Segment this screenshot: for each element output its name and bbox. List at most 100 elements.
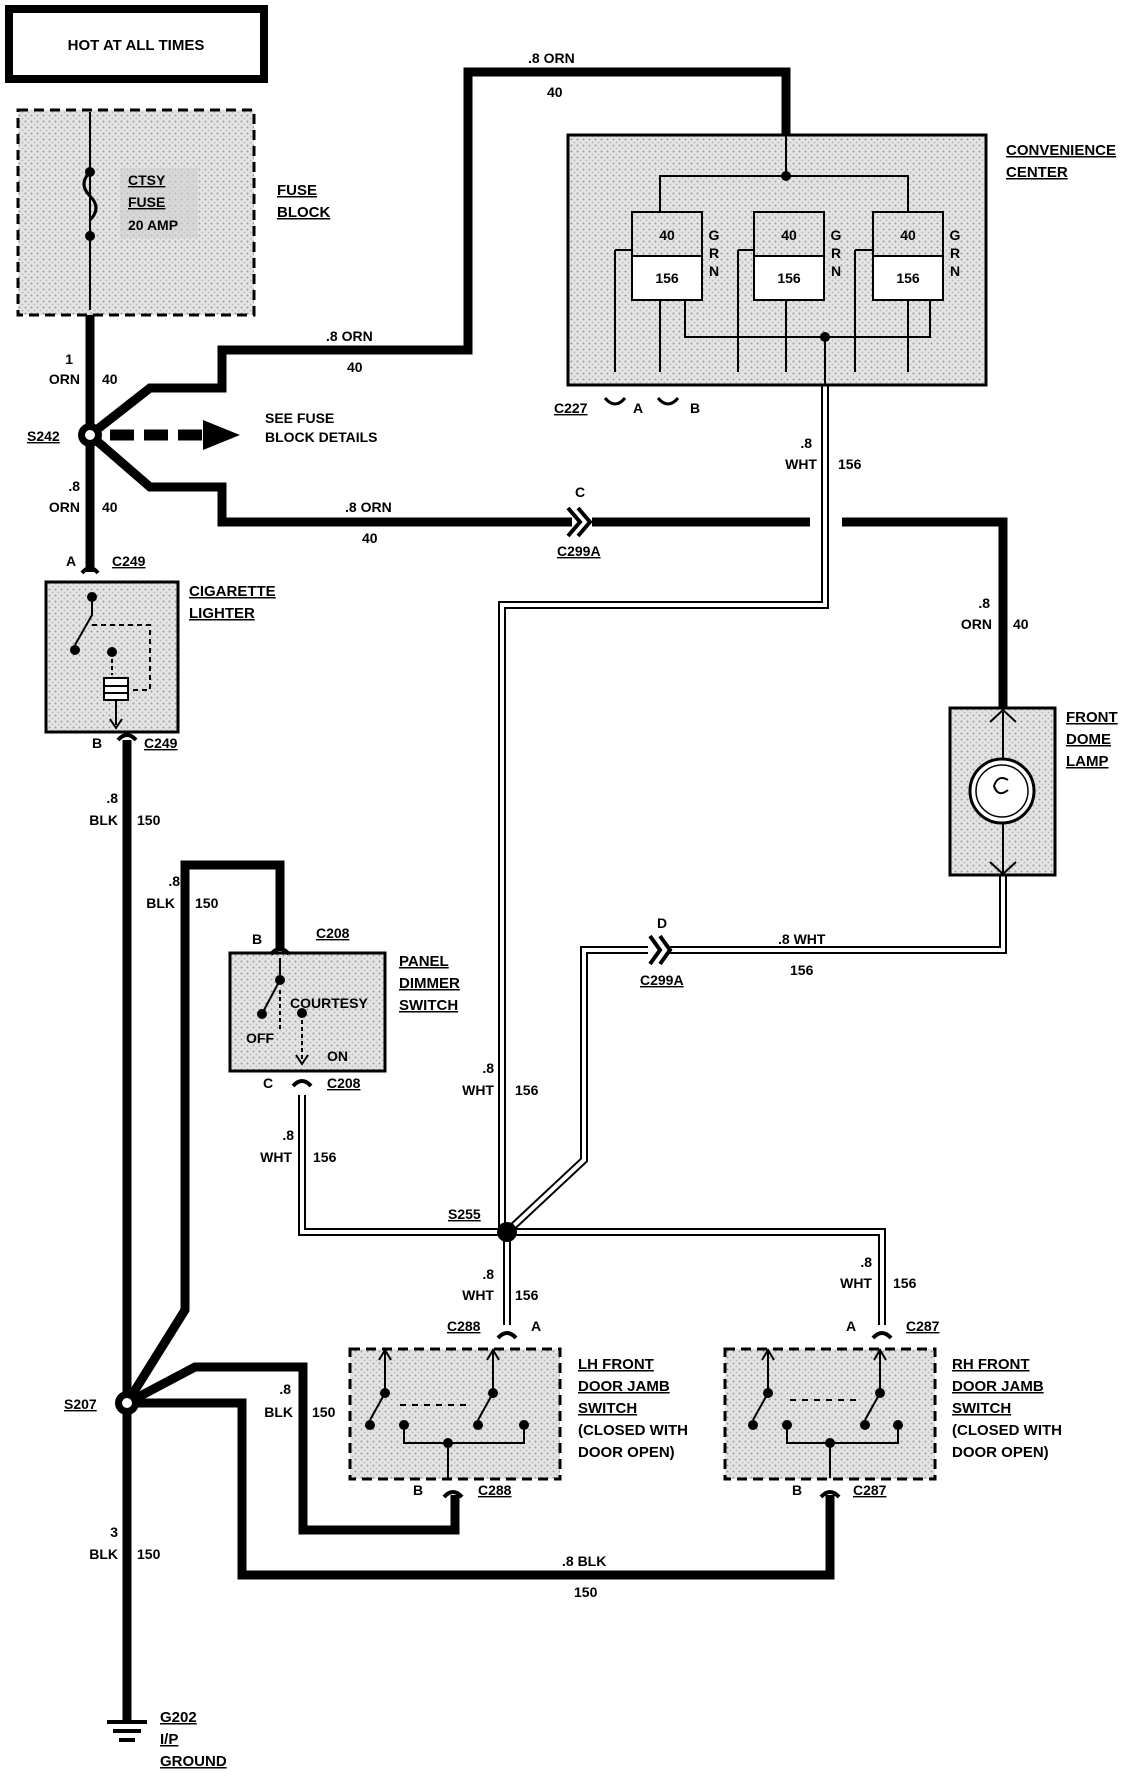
s242-label: S242 xyxy=(27,428,60,444)
wire-rh-in-circuit: 156 xyxy=(893,1275,917,1291)
relay-1-bottom: 156 xyxy=(655,270,679,286)
c249-a-label: C249 xyxy=(112,553,146,569)
dimmer-position-off: OFF xyxy=(246,1030,274,1046)
front-dome-lamp-label-1: FRONT xyxy=(1066,709,1118,726)
wire-cc-out-color: WHT xyxy=(785,456,817,472)
wire-cc-orn-circuit: 40 xyxy=(347,359,363,375)
wire-rh-in-color: WHT xyxy=(840,1275,872,1291)
wire-cc-orn-gauge: .8 ORN xyxy=(326,328,373,344)
c249-b-pin: B xyxy=(92,735,102,751)
panel-dimmer-switch-label-1: PANEL xyxy=(399,953,449,970)
wire-dimmer-gnd-circuit: 150 xyxy=(195,895,219,911)
wire-dome-out-gauge: .8 WHT xyxy=(778,931,826,947)
c299a-d-connector-icon xyxy=(648,934,673,966)
wire-lighter-gnd-color: BLK xyxy=(89,812,118,828)
convenience-center: 40 156 G R N 40 156 G R N 40 156 G R N xyxy=(566,133,988,387)
wht-wires xyxy=(298,385,1007,1325)
rh-switch-label-1: RH FRONT xyxy=(952,1356,1030,1373)
c227-connector-icon xyxy=(603,396,680,406)
lighter-element-icon xyxy=(103,677,129,701)
fuse-block: CTSY FUSE 20 AMP xyxy=(16,108,256,317)
splice-s242 xyxy=(78,423,102,447)
c299a-c-pin: C xyxy=(575,484,585,500)
title: HOT AT ALL TIMES xyxy=(68,37,205,54)
lh-switch-label-1: LH FRONT xyxy=(578,1356,654,1373)
fuse-label-2: FUSE xyxy=(128,194,165,210)
cigarette-lighter-label-2: LIGHTER xyxy=(189,605,255,622)
wire-cc-out-gauge: .8 xyxy=(800,435,812,451)
c208-b-pin: B xyxy=(252,931,262,947)
c208-b-label: C208 xyxy=(316,925,350,941)
lh-door-jamb-switch xyxy=(348,1347,562,1481)
panel-dimmer-switch-label-2: DIMMER xyxy=(399,975,460,992)
wire-lh-gnd-circuit: 150 xyxy=(312,1404,336,1420)
convenience-center-label-2: CENTER xyxy=(1006,164,1068,181)
wire-lh-in-color: WHT xyxy=(462,1287,494,1303)
orn-wires xyxy=(85,67,1008,708)
relay-3-bottom: 156 xyxy=(896,270,920,286)
c288-a-pin: A xyxy=(531,1318,541,1334)
ground-label-1: G202 xyxy=(160,1709,197,1726)
convenience-center-label-1: CONVENIENCE xyxy=(1006,142,1116,159)
grn-1-n: N xyxy=(709,263,719,279)
grn-1-r: R xyxy=(709,245,719,261)
see-fuse-block-arrow-icon xyxy=(110,420,240,450)
c249-b-label: C249 xyxy=(144,735,178,751)
c249-a-connector-icon xyxy=(80,566,100,575)
relay-2-bottom: 156 xyxy=(777,270,801,286)
c208-c-pin: C xyxy=(263,1075,273,1091)
grn-3-n: N xyxy=(950,263,960,279)
c208-c-label: C208 xyxy=(327,1075,361,1091)
wire-vert-wht-color: WHT xyxy=(462,1082,494,1098)
wire-fuse-out-gauge: 1 xyxy=(65,351,73,367)
cigarette-lighter xyxy=(44,580,180,734)
c287-b-connector-icon xyxy=(819,1490,841,1499)
rh-switch-label-3: SWITCH xyxy=(952,1400,1011,1417)
relay-1-top: 40 xyxy=(659,227,675,243)
c287-a-connector-icon xyxy=(871,1331,893,1340)
wire-dimmer-out-color: WHT xyxy=(260,1149,292,1165)
wire-lh-gnd-color: BLK xyxy=(264,1404,293,1420)
cigarette-lighter-label-1: CIGARETTE xyxy=(189,583,276,600)
c288-a-connector-icon xyxy=(496,1331,518,1340)
c287-b-pin: B xyxy=(792,1482,802,1498)
c208-c-connector-icon xyxy=(291,1079,313,1088)
wire-lighter-feed-color: ORN xyxy=(49,499,80,515)
lh-switch-label-2: DOOR JAMB xyxy=(578,1378,670,1395)
wire-dimmer-out-circuit: 156 xyxy=(313,1149,337,1165)
front-dome-lamp-label-2: DOME xyxy=(1066,731,1111,748)
c288-b-pin: B xyxy=(413,1482,423,1498)
wire-dimmer-gnd-gauge: .8 xyxy=(168,873,180,889)
c208-b-connector-icon xyxy=(269,947,291,956)
wire-dome-out-circuit: 156 xyxy=(790,962,814,978)
wire-fuse-out-circuit: 40 xyxy=(102,371,118,387)
dimmer-position-courtesy: COURTESY xyxy=(290,995,368,1011)
s207-label: S207 xyxy=(64,1396,97,1412)
c227-pin-a: A xyxy=(633,400,643,416)
wire-lighter-feed-circuit: 40 xyxy=(102,499,118,515)
rh-switch-label-2: DOOR JAMB xyxy=(952,1378,1044,1395)
wire-rh-gnd-circuit: 150 xyxy=(574,1584,598,1600)
c299a-d-label: C299A xyxy=(640,972,684,988)
wire-main-gnd-circuit: 150 xyxy=(137,1546,161,1562)
wire-cc-out-circuit: 156 xyxy=(838,456,862,472)
c288-b-label: C288 xyxy=(478,1482,512,1498)
relay-2-top: 40 xyxy=(781,227,797,243)
fuse-label-1: CTSY xyxy=(128,172,166,188)
rh-switch-label-4: (CLOSED WITH xyxy=(952,1422,1062,1439)
fuse-block-label-2: BLOCK xyxy=(277,204,330,221)
rh-door-jamb-switch xyxy=(723,1347,937,1481)
c299a-c-label: C299A xyxy=(557,543,601,559)
wire-vert-wht-gauge: .8 xyxy=(482,1060,494,1076)
panel-dimmer-switch-label-3: SWITCH xyxy=(399,997,458,1014)
lh-switch-label-4: (CLOSED WITH xyxy=(578,1422,688,1439)
lh-switch-label-3: SWITCH xyxy=(578,1400,637,1417)
fuse-icon xyxy=(82,170,98,222)
blk-ground-wires xyxy=(122,740,835,1722)
wire-lighter-gnd-circuit: 150 xyxy=(137,812,161,828)
lamp-bulb-icon xyxy=(968,757,1036,825)
wire-lh-in-circuit: 156 xyxy=(515,1287,539,1303)
dimmer-position-on: ON xyxy=(327,1048,348,1064)
wire-dome-feed-color: ORN xyxy=(961,616,992,632)
wire-vert-wht-circuit: 156 xyxy=(515,1082,539,1098)
